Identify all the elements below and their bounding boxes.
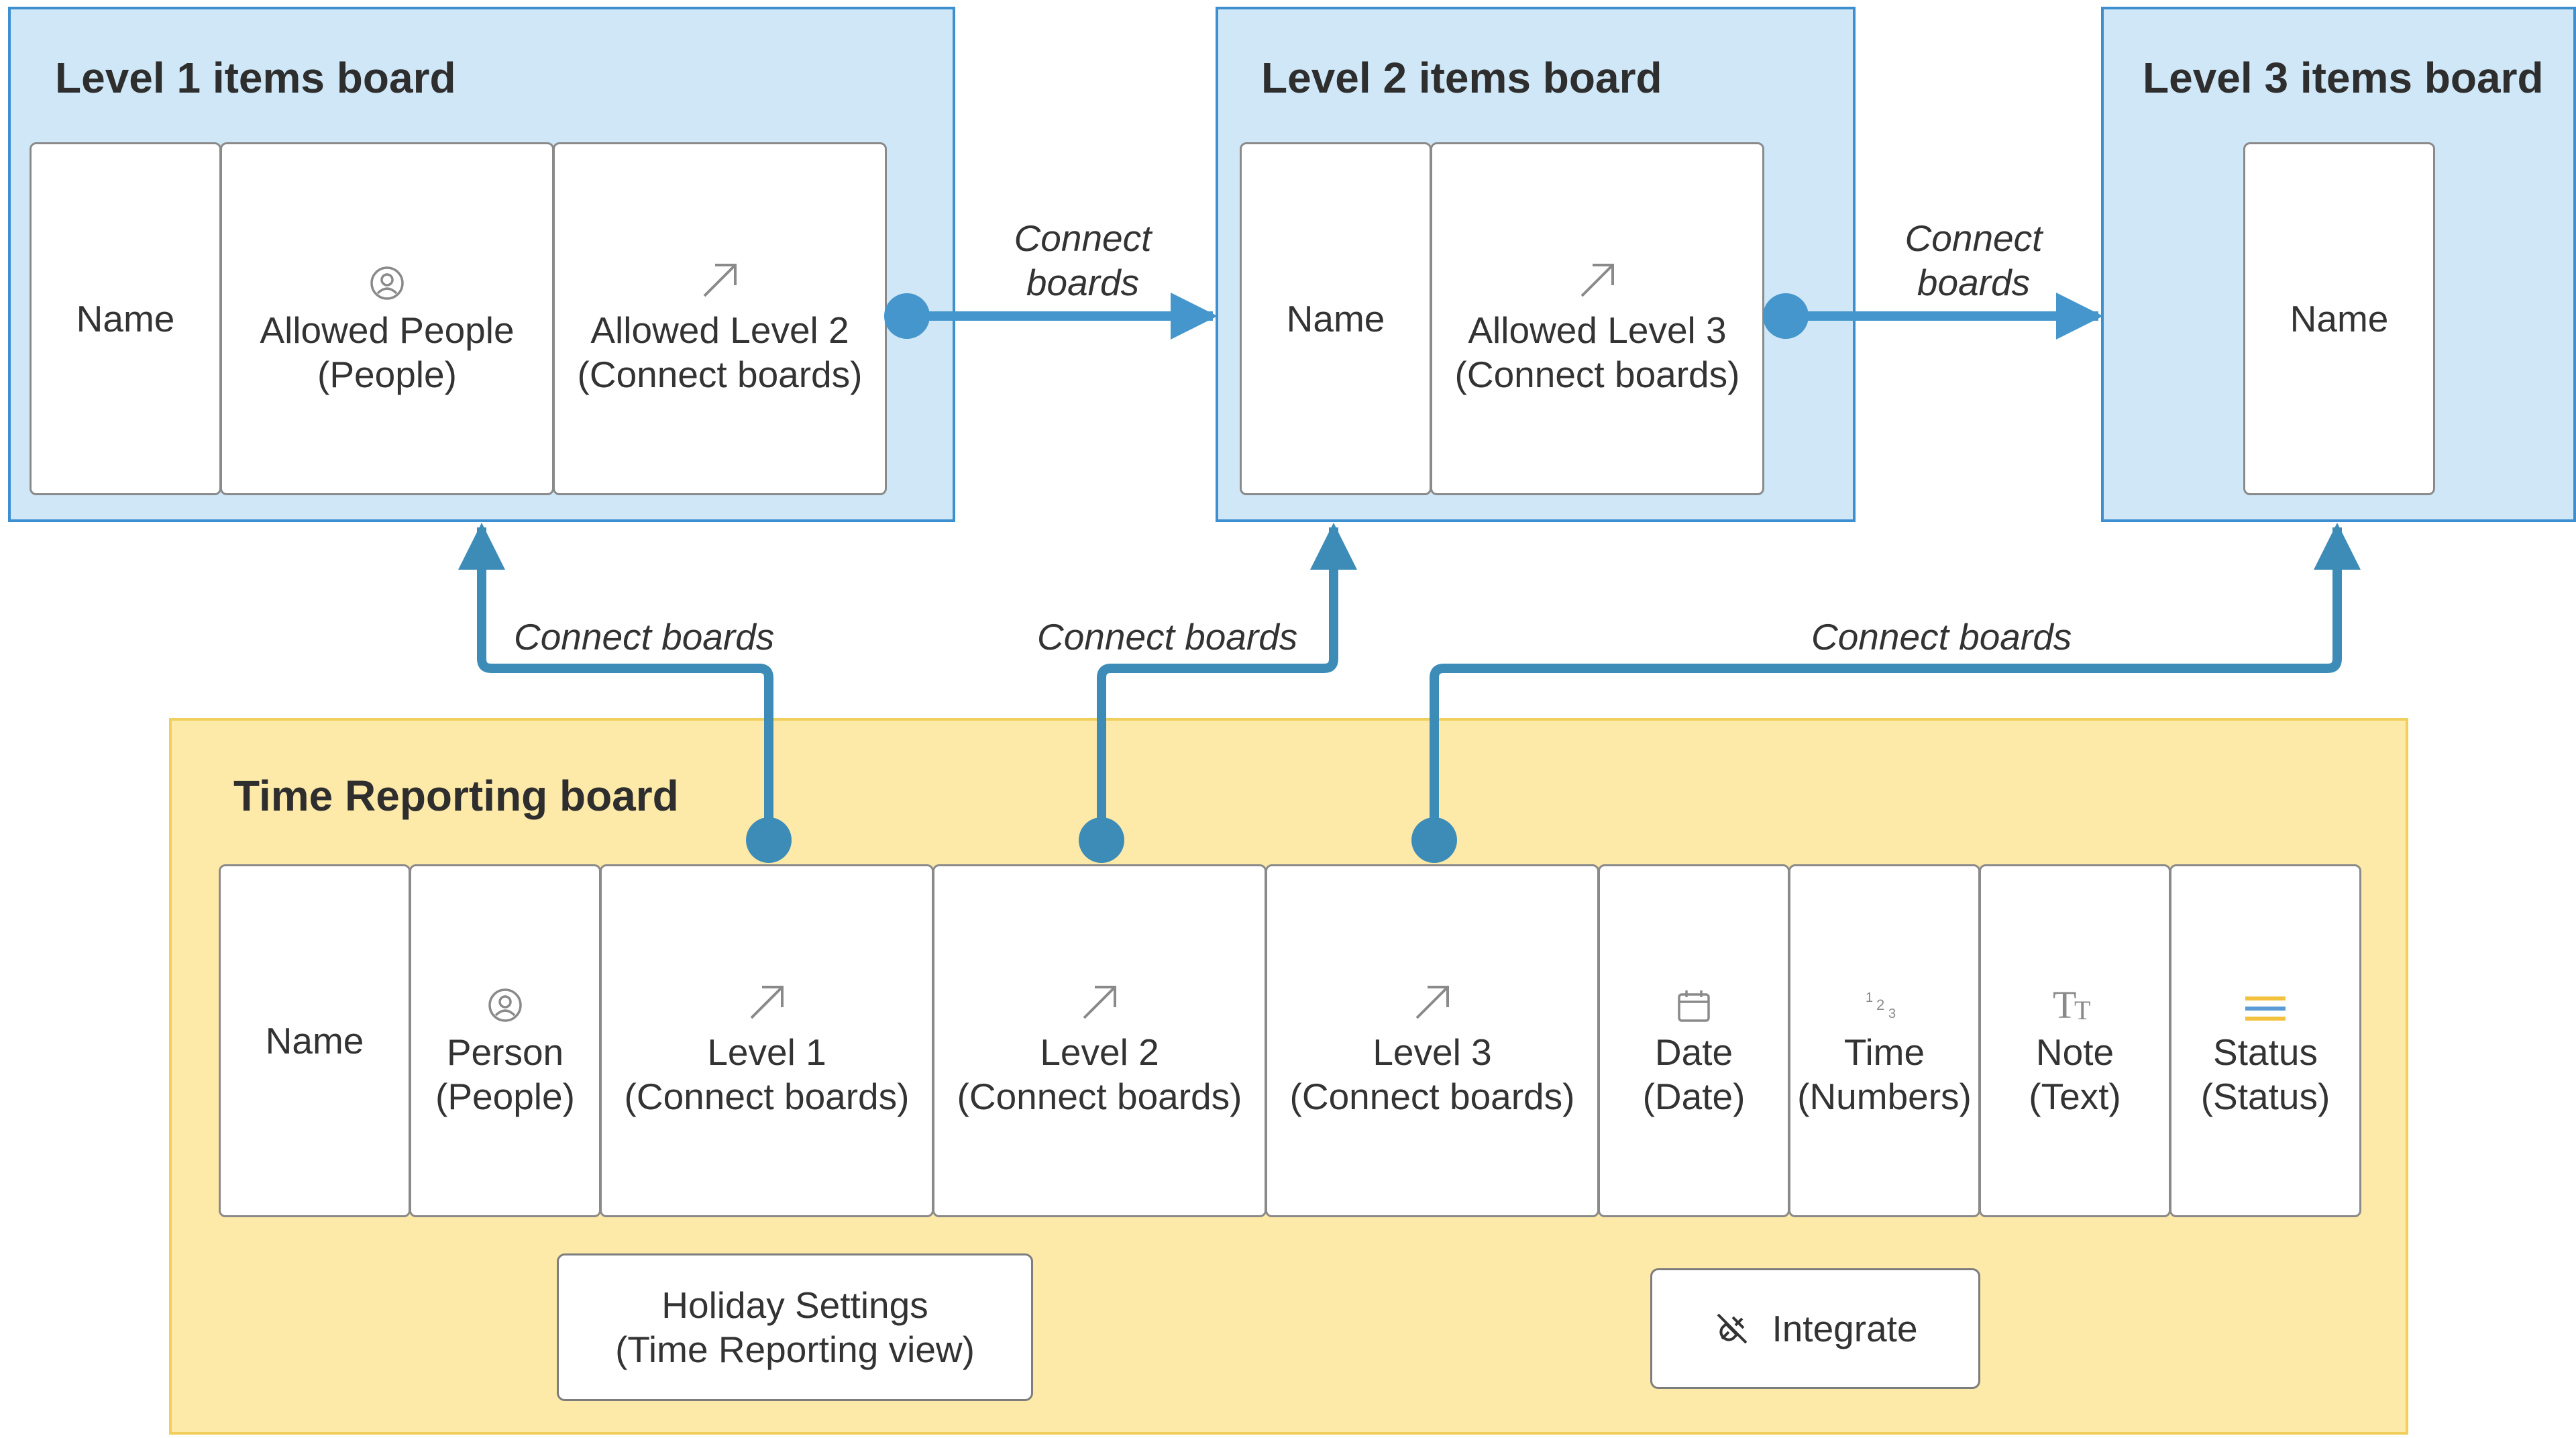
arrow-icon	[699, 241, 741, 301]
column-label: Name	[1286, 298, 1385, 340]
column-label: Note	[2035, 1031, 2114, 1073]
level3-col-name[interactable]: Name	[2243, 142, 2435, 495]
level1-board-title: Level 1 items board	[55, 54, 456, 102]
column-type: (Connect boards)	[577, 354, 863, 395]
holiday-settings-sublabel: (Time Reporting view)	[615, 1329, 975, 1370]
connector-label-l1-l2: Connect boards	[1012, 216, 1154, 305]
numbers-icon: 1 2 3	[1864, 963, 1904, 1023]
time-reporting-board-title: Time Reporting board	[233, 772, 679, 820]
column-label: Allowed Level 3	[1468, 309, 1727, 351]
integrate-label: Integrate	[1772, 1308, 1918, 1349]
column-type: (Connect boards)	[624, 1076, 910, 1117]
column-label: Date	[1654, 1031, 1733, 1073]
level1-board: Level 1 items board Name Allowed People …	[8, 7, 955, 522]
level3-board-title: Level 3 items board	[2143, 54, 2544, 102]
holiday-settings-label: Holiday Settings	[661, 1284, 928, 1326]
column-label: Name	[265, 1020, 364, 1062]
column-type: (Numbers)	[1797, 1076, 1972, 1117]
column-label: Name	[76, 298, 175, 340]
column-label: Allowed Level 2	[590, 309, 849, 351]
integrate-button[interactable]: Integrate	[1650, 1268, 1980, 1389]
tr-col-time[interactable]: 1 2 3 Time (Numbers)	[1788, 864, 1980, 1217]
level1-col-allowed-people[interactable]: Allowed People (People)	[220, 142, 554, 495]
column-label: Allowed People	[260, 309, 515, 351]
connector-label-tr-l3: Connect boards	[1811, 616, 2072, 658]
tr-col-person[interactable]: Person (People)	[409, 864, 601, 1217]
arrow-icon	[1411, 963, 1453, 1023]
plug-icon	[1713, 1309, 1752, 1348]
column-type: (Connect boards)	[1454, 354, 1740, 395]
level1-col-name[interactable]: Name	[30, 142, 221, 495]
tr-col-date[interactable]: Date (Date)	[1598, 864, 1790, 1217]
column-type: (Connect boards)	[1289, 1076, 1575, 1117]
column-label: Status	[2213, 1031, 2318, 1073]
level2-board-title: Level 2 items board	[1261, 54, 1662, 102]
arrow-icon	[746, 963, 788, 1023]
connector-label-line: boards	[1917, 262, 2031, 303]
column-type: (Text)	[2029, 1076, 2121, 1117]
column-label: Person	[446, 1031, 564, 1073]
connector-label-l2-l3: Connect boards	[1902, 216, 2045, 305]
arrow-icon	[1576, 241, 1618, 301]
column-label: Level 3	[1373, 1031, 1492, 1073]
person-icon	[369, 241, 405, 301]
column-type: (Connect boards)	[957, 1076, 1242, 1117]
connector-label-tr-l2: Connect boards	[1037, 616, 1298, 658]
tr-col-level1[interactable]: Level 1 (Connect boards)	[600, 864, 934, 1217]
arrow-icon	[1079, 963, 1120, 1023]
level1-col-allowed-level2[interactable]: Allowed Level 2 (Connect boards)	[553, 142, 887, 495]
status-icon	[2245, 963, 2286, 1023]
tr-col-status[interactable]: Status (Status)	[2169, 864, 2361, 1217]
holiday-settings-button[interactable]: Holiday Settings (Time Reporting view)	[557, 1253, 1033, 1401]
column-type: (Status)	[2200, 1076, 2330, 1117]
svg-text:T: T	[2053, 983, 2076, 1023]
column-label: Time	[1843, 1031, 1925, 1073]
level2-board: Level 2 items board Name Allowed Level 3…	[1216, 7, 1856, 522]
column-label: Level 2	[1040, 1031, 1159, 1073]
svg-text:T: T	[2074, 995, 2090, 1023]
tr-col-level2[interactable]: Level 2 (Connect boards)	[932, 864, 1267, 1217]
column-label: Level 1	[707, 1031, 826, 1073]
svg-text:2: 2	[1876, 996, 1884, 1013]
level2-col-allowed-level3[interactable]: Allowed Level 3 (Connect boards)	[1430, 142, 1764, 495]
tr-col-note[interactable]: T T Note (Text)	[1979, 864, 2171, 1217]
column-type: (People)	[435, 1076, 575, 1117]
connector-label-line: Connect	[1904, 217, 2043, 259]
connector-label-line: Connect	[1014, 217, 1152, 259]
person-icon	[487, 963, 523, 1023]
level3-board: Level 3 items board Name	[2101, 7, 2576, 522]
level2-col-name[interactable]: Name	[1240, 142, 1432, 495]
column-type: (People)	[317, 354, 457, 395]
svg-text:3: 3	[1888, 1007, 1896, 1021]
time-reporting-board: Time Reporting board Name Person (People…	[169, 718, 2408, 1435]
tr-col-level3[interactable]: Level 3 (Connect boards)	[1265, 864, 1599, 1217]
calendar-icon	[1676, 963, 1711, 1023]
connector-label-line: boards	[1026, 262, 1140, 303]
column-type: (Date)	[1642, 1076, 1746, 1117]
text-icon: T T	[2053, 963, 2097, 1023]
connector-label-tr-l1: Connect boards	[514, 616, 775, 658]
column-label: Name	[2290, 298, 2389, 340]
tr-col-name[interactable]: Name	[219, 864, 411, 1217]
svg-text:1: 1	[1866, 990, 1873, 1005]
